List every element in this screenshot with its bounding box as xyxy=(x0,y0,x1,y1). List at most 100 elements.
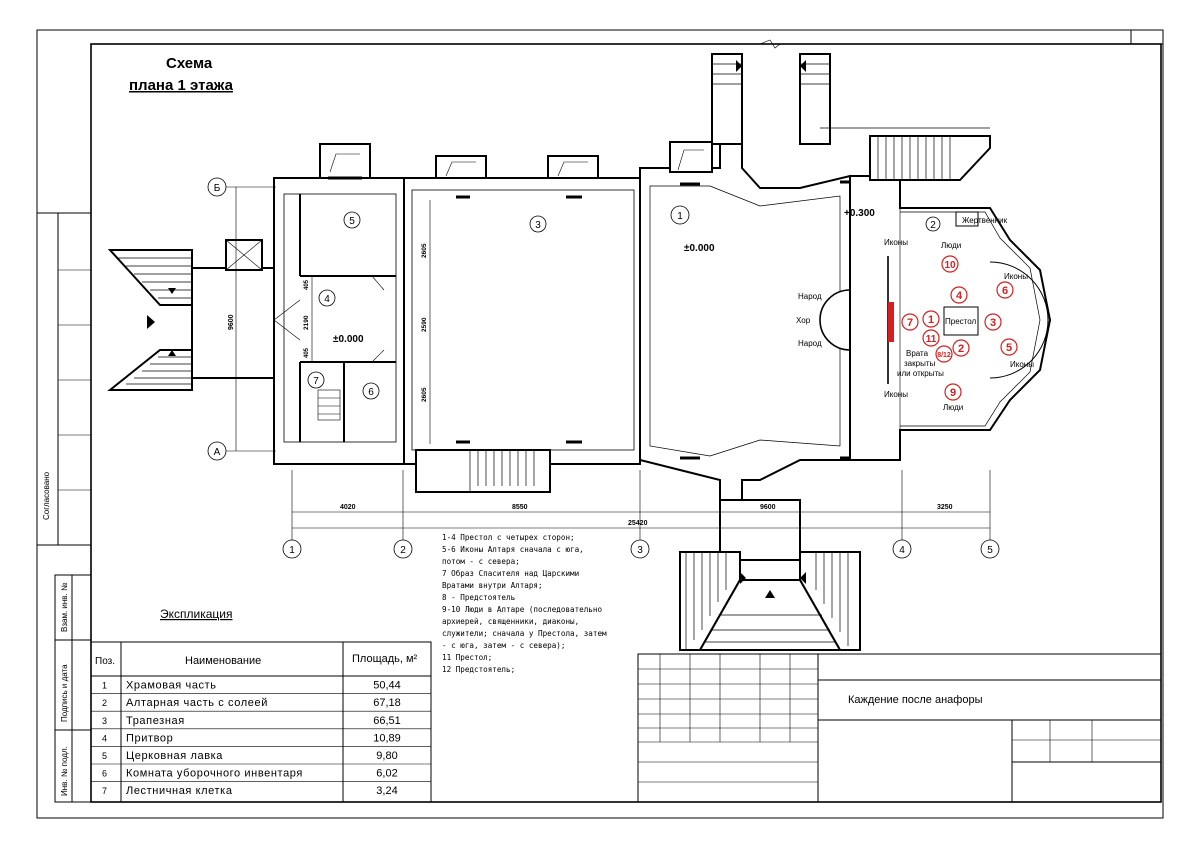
dim-narthex-2: 2190 xyxy=(303,315,310,330)
dim-h-2: 8550 xyxy=(512,504,528,511)
room-number-2: 2 xyxy=(925,216,941,232)
label-ikony-2: Иконы xyxy=(884,390,908,399)
room-number-3: 3 xyxy=(529,215,547,233)
red-marker-11: 11 xyxy=(922,329,940,347)
title-line1: Схема xyxy=(166,55,213,72)
explication-header-pos: Поз. xyxy=(95,656,115,667)
room-number-6: 6 xyxy=(362,382,380,400)
explication-header-name: Наименование xyxy=(185,655,261,667)
red-marker-9: 9 xyxy=(944,383,962,401)
dim-main-3: 2605 xyxy=(421,387,428,402)
legend-line-11: 11 Престол; xyxy=(442,653,492,662)
axis-letter-b: Б xyxy=(207,177,227,197)
explication-row-pos: 6 xyxy=(102,769,107,779)
prestol-table xyxy=(943,306,979,336)
explication-row-area: 3,24 xyxy=(376,785,397,797)
label-lyudi-2: Люди xyxy=(943,403,963,412)
explication-row-pos: 5 xyxy=(102,751,107,761)
nave xyxy=(639,141,851,501)
svg-text:2: 2 xyxy=(958,343,964,355)
svg-text:1: 1 xyxy=(928,314,934,326)
red-marker-2: 2 xyxy=(952,339,970,357)
svg-text:2: 2 xyxy=(930,220,936,231)
label-khor: Хор xyxy=(796,316,811,325)
refectory xyxy=(403,177,641,465)
agreed-label: Согласовано xyxy=(42,471,51,520)
explication-row-name: Церковная лавка xyxy=(126,750,223,762)
dim-total: 25420 xyxy=(628,520,648,527)
podpis-label: Подпись и дата xyxy=(60,664,69,722)
svg-text:7: 7 xyxy=(313,376,319,387)
explication-row-name: Алтарная часть с солеей xyxy=(126,697,268,709)
floor-plan: 1 2 3 4 5 6 7 ±0.000 ±0.000 +0.300 Народ… xyxy=(107,53,1052,651)
legend: 1-4 Престол с четырех сторон; 5-6 Иконы … xyxy=(442,533,607,674)
explication-row-pos: 3 xyxy=(102,716,107,726)
room-number-4: 4 xyxy=(318,289,336,307)
axis-number-5: 5 xyxy=(980,539,1000,559)
ne-stairs xyxy=(820,127,991,181)
svg-text:3: 3 xyxy=(990,317,996,329)
elevation-altar: +0.300 xyxy=(844,208,875,219)
explication-row-name: Трапезная xyxy=(126,715,185,727)
legend-line-1: 1-4 Престол с четырех сторон; xyxy=(442,533,575,542)
svg-text:2: 2 xyxy=(400,545,406,556)
red-marker-3: 3 xyxy=(984,313,1002,331)
royal-doors-marker xyxy=(888,302,894,342)
red-marker-1: 1 xyxy=(922,310,940,328)
dim-h-4: 3250 xyxy=(937,504,953,511)
legend-line-5: Вратами внутри Алтаря; xyxy=(442,581,543,590)
zhertvennik-table xyxy=(955,211,979,227)
red-marker-8-12: 8/12 xyxy=(935,345,953,363)
explication-row-name: Комната уборочного инвентаря xyxy=(126,768,303,780)
dim-main-2: 2590 xyxy=(421,317,428,332)
explication-row-area: 10,89 xyxy=(373,732,401,744)
svg-text:3: 3 xyxy=(637,545,643,556)
label-prestol: Престол xyxy=(945,317,976,326)
dim-h-3: 9600 xyxy=(760,504,776,511)
svg-text:7: 7 xyxy=(907,317,913,329)
explication-row-pos: 7 xyxy=(102,786,107,796)
inv-podl-label: Инв. № подл. xyxy=(60,746,69,796)
svg-text:6: 6 xyxy=(1002,285,1008,297)
label-vrata-3: или открыты xyxy=(897,369,944,378)
legend-line-7: 9-10 Люди в Алтаре (последовательно xyxy=(442,605,602,614)
svg-text:6: 6 xyxy=(368,387,374,398)
svg-text:9: 9 xyxy=(950,387,956,399)
svg-text:8/12: 8/12 xyxy=(937,352,951,359)
svg-text:5: 5 xyxy=(349,216,355,227)
explication-row-pos: 1 xyxy=(102,681,107,691)
title-line2: плана 1 этажа xyxy=(129,77,234,94)
explication-title: Экспликация xyxy=(160,607,232,621)
red-marker-7: 7 xyxy=(901,313,919,331)
label-vrata-2: закрыты xyxy=(904,359,935,368)
room-number-5: 5 xyxy=(343,211,361,229)
explication-row-name: Притвор xyxy=(126,732,173,744)
dim-narthex-3: 405 xyxy=(304,347,310,358)
legend-line-4: 7 Образ Спасителя над Царскими xyxy=(442,569,579,578)
red-marker-4: 4 xyxy=(950,286,968,304)
svg-text:1: 1 xyxy=(289,545,295,556)
legend-line-12: 12 Предстоятель; xyxy=(442,665,515,674)
explication: Экспликация Поз. Наименование Площадь, м… xyxy=(90,607,432,803)
axis-letter-a: А xyxy=(207,441,227,461)
legend-line-6: 8 - Предстоятель xyxy=(442,593,515,602)
elevation-main: ±0.000 xyxy=(684,243,715,254)
red-marker-5: 5 xyxy=(1000,338,1018,356)
svg-text:5: 5 xyxy=(1006,342,1012,354)
legend-line-9: служители; сначала у Престола, затем xyxy=(442,629,607,638)
svg-text:А: А xyxy=(214,447,221,458)
explication-row-pos: 2 xyxy=(102,698,107,708)
dim-main-1: 2605 xyxy=(421,243,428,258)
svg-text:4: 4 xyxy=(956,290,963,302)
label-lyudi-1: Люди xyxy=(941,241,961,250)
label-ikony-3: Иконы xyxy=(1004,272,1028,281)
dim-h-1: 4020 xyxy=(340,504,356,511)
side-strips: Согласовано Взам. инв. № Подпись и дата … xyxy=(36,212,92,803)
svg-text:3: 3 xyxy=(535,220,541,231)
south-stairs xyxy=(415,449,551,493)
explication-header-area: Площадь, м² xyxy=(352,653,418,665)
title-block: Каждение после анафоры xyxy=(637,653,1162,803)
label-vrata-1: Врата xyxy=(906,349,929,358)
axis-number-1: 1 xyxy=(282,539,302,559)
